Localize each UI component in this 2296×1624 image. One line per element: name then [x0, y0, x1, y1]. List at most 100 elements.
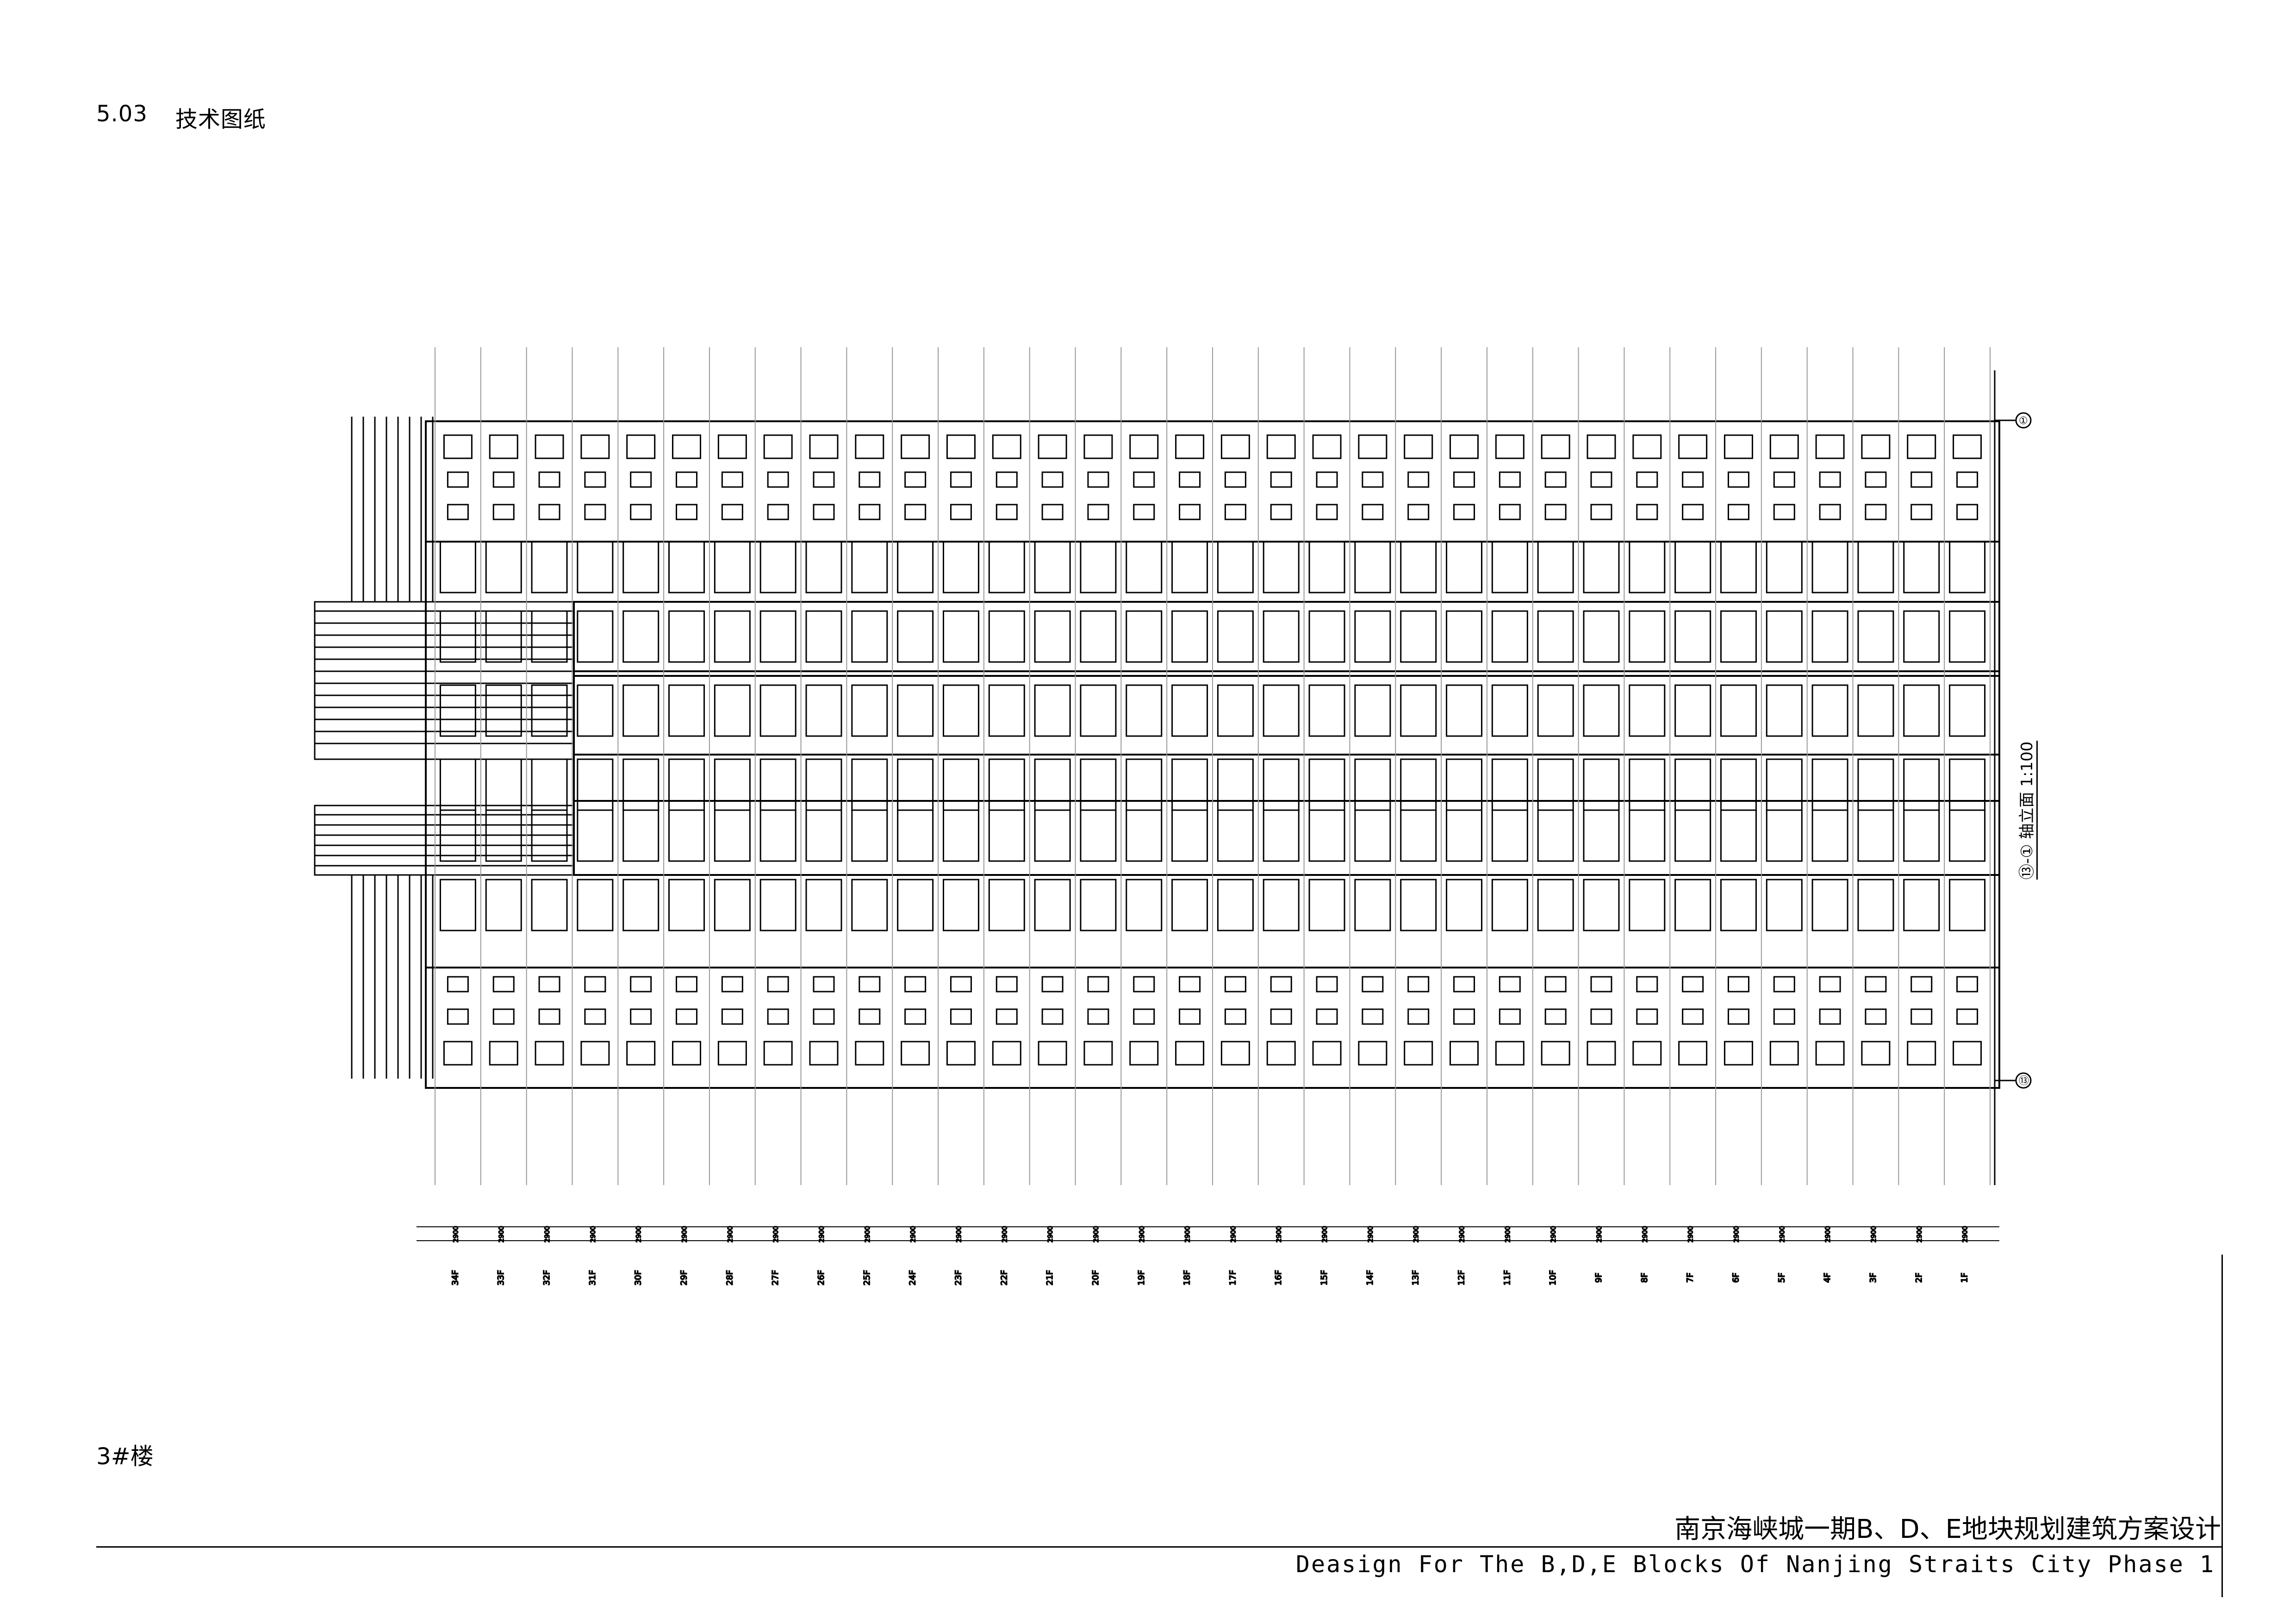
window — [1629, 879, 1666, 931]
floor-height-label: 2900 — [1367, 1226, 1375, 1243]
window — [1041, 504, 1064, 520]
window — [859, 504, 881, 520]
window — [622, 541, 660, 593]
window — [1263, 758, 1300, 811]
window — [1453, 976, 1475, 993]
window — [1819, 504, 1841, 520]
window — [1491, 758, 1528, 811]
window — [717, 1041, 747, 1066]
window — [1491, 809, 1528, 862]
floor-height-label: 2900 — [452, 1226, 460, 1243]
window — [439, 879, 476, 931]
floor-label: 18F — [1182, 1270, 1192, 1285]
window — [538, 1008, 560, 1025]
window — [1544, 471, 1567, 488]
window — [1907, 434, 1936, 459]
window — [1629, 809, 1666, 862]
window — [813, 504, 835, 520]
window — [1720, 684, 1757, 737]
window — [1133, 504, 1155, 520]
floor-height-label: 2900 — [1916, 1226, 1923, 1243]
window — [626, 1041, 656, 1066]
window — [1312, 434, 1342, 459]
window — [1590, 471, 1612, 488]
window — [809, 1041, 839, 1066]
window — [1312, 1041, 1342, 1066]
window — [992, 1041, 1021, 1066]
floor-label: 3F — [1868, 1273, 1878, 1283]
window — [1400, 684, 1437, 737]
window — [1949, 610, 1986, 663]
window — [1587, 434, 1616, 459]
window — [805, 758, 842, 811]
window — [1815, 434, 1845, 459]
window — [1087, 471, 1109, 488]
window — [1674, 809, 1711, 862]
window — [904, 471, 927, 488]
window — [1590, 976, 1612, 993]
window — [1819, 976, 1841, 993]
floor-label: 2F — [1914, 1273, 1924, 1283]
window — [1453, 504, 1475, 520]
window — [584, 976, 606, 993]
window — [1126, 879, 1163, 931]
window — [1400, 541, 1437, 593]
window — [759, 809, 796, 862]
window — [1358, 1041, 1388, 1066]
window — [942, 809, 979, 862]
window — [714, 758, 751, 811]
window — [584, 471, 606, 488]
window — [1773, 471, 1795, 488]
project-title-cn: 南京海峡城一期B、D、E地块规划建筑方案设计 — [1674, 1514, 2221, 1544]
window — [1583, 879, 1620, 931]
window — [1041, 1008, 1064, 1025]
window — [1034, 879, 1071, 931]
window — [859, 1008, 881, 1025]
window — [1903, 541, 1940, 593]
floor-height-label: 2900 — [955, 1226, 963, 1243]
window — [492, 1008, 515, 1025]
window — [1953, 1041, 1982, 1066]
floor-label: 1F — [1960, 1273, 1970, 1283]
window — [1179, 471, 1201, 488]
window — [1446, 879, 1483, 931]
window — [1354, 541, 1391, 593]
window — [942, 610, 979, 663]
window — [851, 684, 888, 737]
window — [988, 809, 1025, 862]
window — [531, 879, 568, 931]
floor-label: 25F — [862, 1270, 872, 1285]
grid-label-bottom: ⑬ — [2019, 1075, 2029, 1087]
window — [1224, 976, 1246, 993]
window — [1910, 976, 1933, 993]
window — [1316, 1008, 1338, 1025]
window — [767, 504, 789, 520]
window — [485, 684, 522, 737]
window — [1171, 879, 1208, 931]
window — [805, 610, 842, 663]
border-right-rule — [2221, 1255, 2223, 1597]
window — [1126, 684, 1163, 737]
floor-label: 29F — [679, 1270, 689, 1285]
window — [1811, 809, 1848, 862]
window — [1590, 504, 1612, 520]
floor-height-label: 2900 — [1276, 1226, 1283, 1243]
window — [538, 471, 560, 488]
window — [1129, 434, 1159, 459]
window — [577, 541, 614, 593]
window — [1308, 541, 1345, 593]
window — [1034, 541, 1071, 593]
window — [767, 1008, 789, 1025]
window — [584, 504, 606, 520]
window — [577, 758, 614, 811]
window — [1171, 809, 1208, 862]
window — [851, 610, 888, 663]
floor-label: 26F — [816, 1270, 826, 1285]
window — [1041, 976, 1064, 993]
window — [805, 809, 842, 862]
window — [1491, 879, 1528, 931]
window — [1857, 758, 1894, 811]
floor-height-label: 2900 — [1733, 1226, 1740, 1243]
window — [763, 434, 793, 459]
window — [668, 758, 705, 811]
